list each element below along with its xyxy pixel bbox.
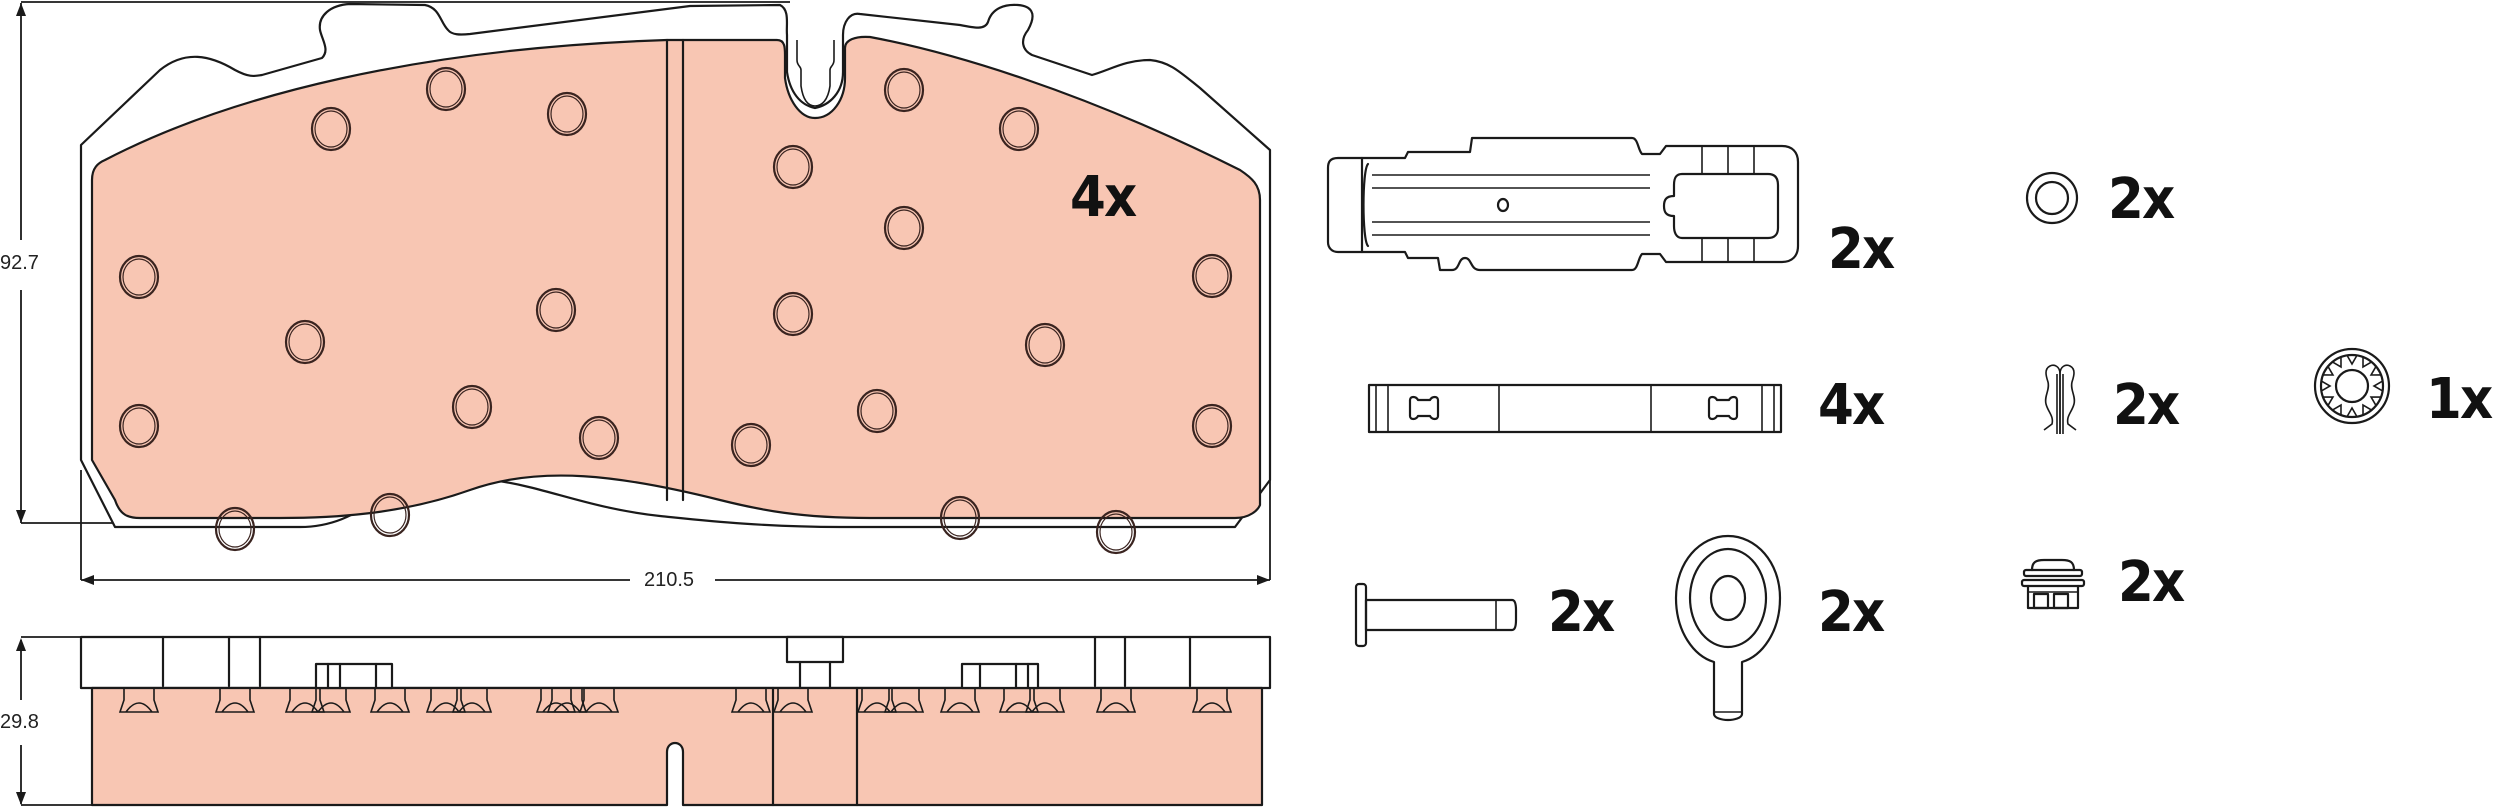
- washer-quantity: 2x: [2108, 167, 2175, 232]
- retaining-strap-icon: [1367, 383, 1783, 434]
- rivet-hole: [883, 205, 925, 251]
- rivet-hole: [939, 495, 981, 541]
- rivet-hole: [284, 319, 326, 365]
- rivet-head: [772, 687, 814, 713]
- height-dimension-label: 92.7: [0, 253, 43, 273]
- thickness-dimension-label: 29.8: [0, 712, 43, 732]
- width-dimension-label: 210.5: [640, 570, 699, 590]
- rivet-hole: [214, 506, 256, 552]
- rivet-hole: [535, 287, 577, 333]
- height-dimension: [16, 1, 790, 524]
- r-clip-icon: [2043, 364, 2077, 434]
- rivet-head: [1095, 687, 1137, 713]
- retaining-strap-quantity: 4x: [1818, 373, 1885, 438]
- friction-lining: [90, 35, 1262, 520]
- toothed-ring-icon: [2313, 347, 2391, 425]
- rivet-head: [118, 687, 160, 713]
- rivet-head: [578, 687, 620, 713]
- spring-plate-icon: [1326, 136, 1800, 272]
- rivet-head: [730, 687, 772, 713]
- rivet-head: [214, 687, 256, 713]
- bolt-pin-quantity: 2x: [1548, 580, 1615, 645]
- plug-cap-icon: [2020, 558, 2086, 610]
- rivet-head: [939, 687, 981, 713]
- thickness-dimension: [16, 636, 92, 806]
- grommet-icon: [1674, 534, 1782, 722]
- rivet-head: [369, 687, 411, 713]
- spring-plate-quantity: 2x: [1828, 217, 1895, 282]
- rivet-hole: [118, 403, 160, 449]
- plug-cap-quantity: 2x: [2118, 550, 2185, 615]
- rivet-hole: [883, 67, 925, 113]
- rivet-hole: [118, 254, 160, 300]
- side-view: [79, 635, 1272, 807]
- rivet-head: [451, 687, 493, 713]
- notch-outline: [796, 40, 835, 107]
- rivet-hole: [1191, 253, 1233, 299]
- rivet-hole: [425, 66, 467, 112]
- rivet-hole: [730, 422, 772, 468]
- r-clip-quantity: 2x: [2113, 373, 2180, 438]
- pad-quantity-label: 4x: [1070, 165, 1137, 230]
- bolt-pin-icon: [1354, 582, 1518, 648]
- rivet-head: [1024, 687, 1066, 713]
- rivet-hole: [546, 91, 588, 137]
- rivet-hole: [772, 291, 814, 337]
- rivet-head: [1191, 687, 1233, 713]
- rivet-hole: [369, 492, 411, 538]
- grommet-quantity: 2x: [1818, 580, 1885, 645]
- rivet-hole: [451, 384, 493, 430]
- toothed-ring-quantity: 1x: [2426, 367, 2493, 432]
- rivet-hole: [1191, 403, 1233, 449]
- rivet-holes: [118, 66, 1233, 555]
- rivet-head: [883, 687, 925, 713]
- rivet-hole: [1095, 509, 1137, 555]
- rivet-hole: [310, 106, 352, 152]
- rivet-hole: [578, 415, 620, 461]
- rivet-hole: [856, 388, 898, 434]
- rivet-hole: [772, 144, 814, 190]
- width-dimension: [80, 470, 1271, 585]
- rivet-hole: [998, 106, 1040, 152]
- rivet-hole: [1024, 322, 1066, 368]
- rivet-head: [310, 687, 352, 713]
- washer-icon: [2025, 171, 2079, 225]
